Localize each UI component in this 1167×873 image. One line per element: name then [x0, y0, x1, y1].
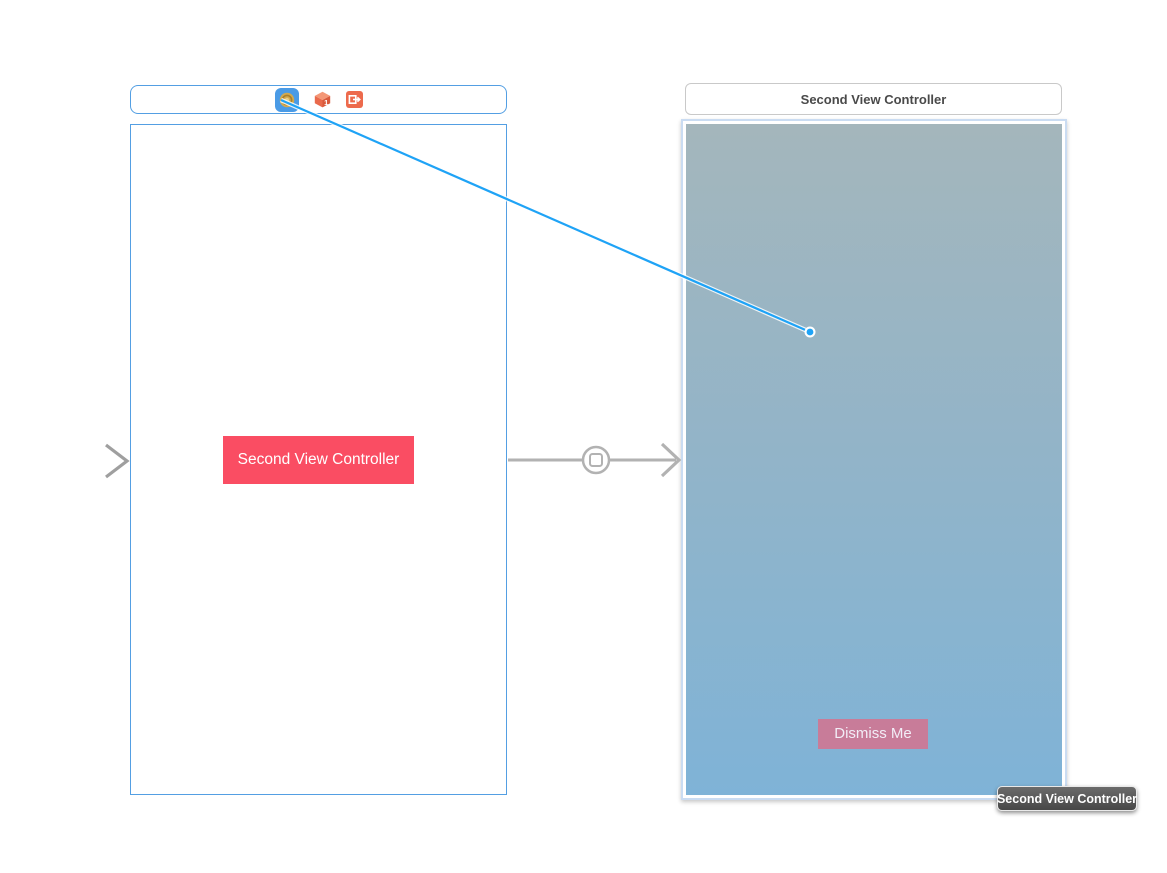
present-modally-segue-icon[interactable] [581, 445, 611, 475]
dismiss-me-button[interactable]: Dismiss Me [818, 719, 928, 749]
view-controller-icon[interactable] [274, 87, 299, 112]
second-scene-frame[interactable]: Dismiss Me [681, 119, 1067, 800]
second-view-controller-button[interactable]: Second View Controller [223, 436, 414, 484]
first-scene-view[interactable]: Second View Controller [130, 124, 507, 795]
drag-tooltip: Second View Controller [997, 786, 1137, 811]
first-scene-dock[interactable]: 1 [130, 85, 507, 114]
first-responder-icon[interactable]: 1 [314, 91, 331, 108]
second-scene-header[interactable]: Second View Controller [685, 83, 1062, 115]
first-responder-number: 1 [324, 98, 328, 107]
second-scene-title: Second View Controller [800, 91, 947, 107]
exit-icon[interactable] [345, 91, 363, 108]
present-modally-segue[interactable] [508, 442, 682, 478]
second-scene-view[interactable]: Dismiss Me [686, 124, 1062, 795]
initial-view-controller-arrow[interactable] [35, 443, 130, 479]
